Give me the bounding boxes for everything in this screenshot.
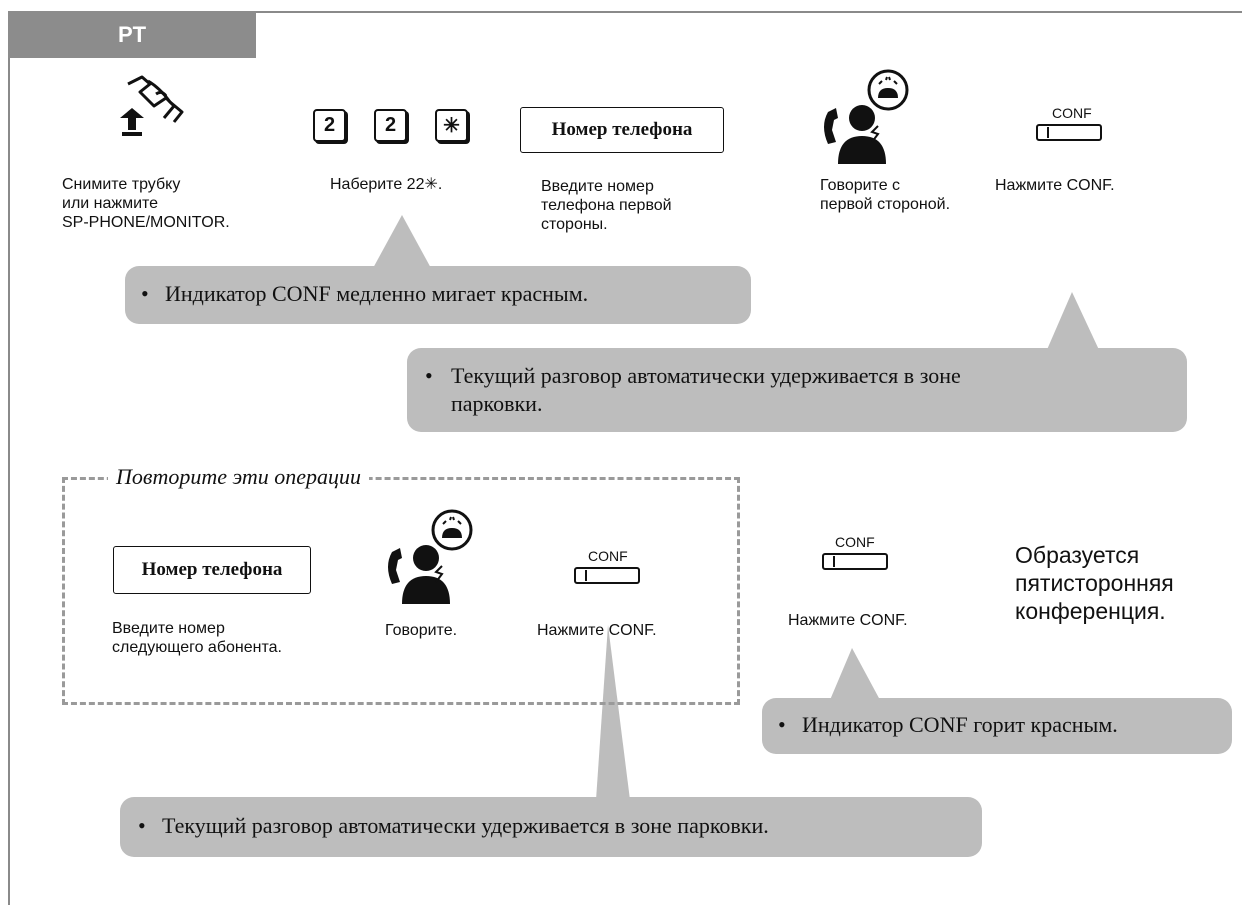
pt-tab: PT	[8, 11, 256, 58]
key-label: 2	[384, 114, 397, 136]
conf-indicator	[1047, 127, 1049, 138]
step1-text: Снимите трубку или нажмите SP-PHONE/MONI…	[62, 176, 230, 231]
final-result-text: Образуется пятисторонняя конференция.	[1015, 542, 1174, 624]
repeat-title: Повторите эти операции	[108, 464, 370, 490]
bullet: •	[138, 813, 146, 838]
dial-key-2a: 2	[313, 109, 346, 142]
callout-conf-flash-text: Индикатор CONF медленно мигает красным.	[165, 281, 589, 306]
step4-text: Говорите с первой стороной.	[820, 177, 951, 213]
repeat-conf-button-label: CONF	[588, 548, 628, 564]
conf-button-icon	[1036, 124, 1102, 141]
frame-left-line	[8, 11, 10, 905]
final-conf-button-label: CONF	[835, 534, 875, 550]
bullet: •	[425, 363, 433, 388]
talking-person-icon	[816, 68, 912, 164]
dial-key-2b: 2	[374, 109, 407, 142]
phone-number-box-label: Номер телефона	[551, 119, 693, 140]
bullet: •	[778, 712, 786, 737]
phone-number-box: Номер телефона	[520, 107, 724, 153]
repeat-talking-person-icon	[380, 508, 476, 604]
conf-indicator	[833, 556, 835, 567]
pt-tab-label: PT	[117, 21, 147, 47]
callout-park-auto-1: • Текущий разговор автоматически удержив…	[407, 348, 1187, 432]
repeat-phone-number-box: Номер телефона	[113, 546, 311, 594]
pointer-conf-lit	[830, 648, 880, 700]
repeat-dashed-box	[62, 477, 740, 705]
key-label: ✳	[443, 115, 460, 137]
pointer-park-2	[596, 625, 630, 800]
callout-conf-lit-text: Индикатор CONF горит красным.	[802, 712, 1118, 737]
repeat-step1-text: Введите номер следующего абонента.	[112, 620, 282, 656]
callout-park-auto-1-text: Текущий разговор автоматически удерживае…	[451, 363, 961, 416]
repeat-conf-button-icon	[574, 567, 640, 584]
conf-button-label: CONF	[1052, 105, 1092, 121]
callout-conf-lit: • Индикатор CONF горит красным.	[762, 698, 1232, 754]
step5-text: Нажмите CONF.	[995, 177, 1115, 194]
repeat-step2-text: Говорите.	[385, 622, 458, 639]
step3-text: Введите номер телефона первой стороны.	[541, 178, 672, 233]
key-label: 2	[323, 114, 336, 136]
step2-text: Наберите 22✳.	[330, 176, 443, 193]
repeat-phone-number-box-label: Номер телефона	[141, 559, 283, 580]
repeat-step3-text: Нажмите CONF.	[537, 622, 657, 639]
frame-top-line	[256, 11, 1242, 13]
final-conf-button-icon	[822, 553, 888, 570]
callout-park-auto-2: • Текущий разговор автоматически удержив…	[120, 797, 982, 857]
bullet: •	[141, 281, 149, 306]
final-step-text: Нажмите CONF.	[788, 612, 908, 629]
handset-offhook-icon	[112, 72, 192, 142]
pointer-park-1	[1046, 292, 1100, 352]
dial-key-star: ✳	[435, 109, 468, 142]
callout-conf-flash: • Индикатор CONF медленно мигает красным…	[125, 266, 751, 324]
conf-indicator	[585, 570, 587, 581]
callout-park-auto-2-text: Текущий разговор автоматически удерживае…	[162, 813, 769, 838]
pointer-flash	[372, 215, 432, 270]
